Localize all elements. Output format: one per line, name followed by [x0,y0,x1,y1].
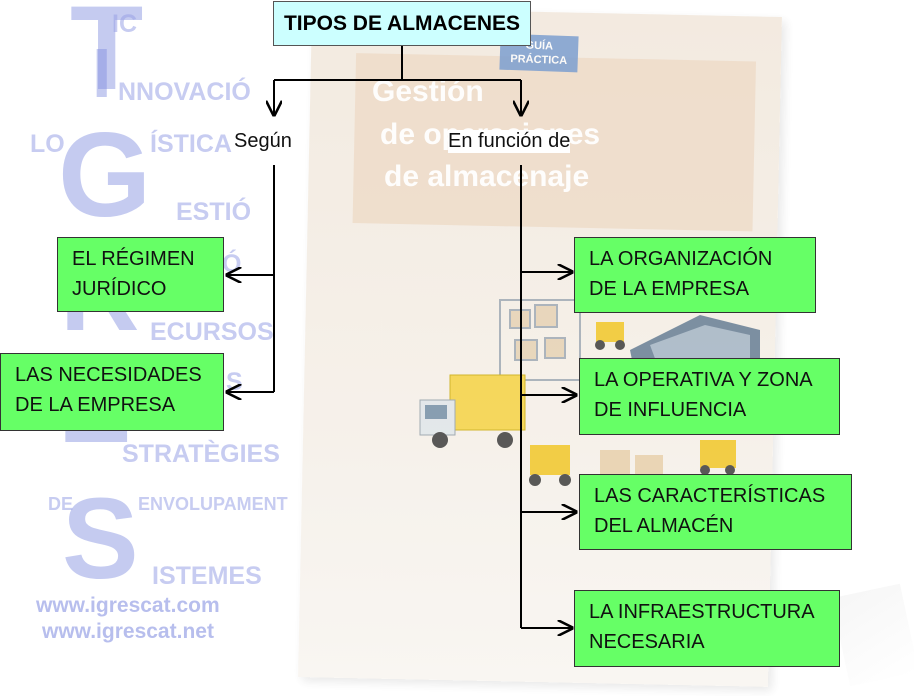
box-organizacion-empresa: LA ORGANIZACIÓN DE LA EMPRESA [574,237,816,313]
watermark-word-estrategies: STRATÈGIES [122,440,280,468]
branch-label-segun: Según [234,130,292,153]
watermark-letter-i: I [92,34,112,112]
box-operativa-zona: LA OPERATIVA Y ZONA DE INFLUENCIA [579,358,840,435]
box-necesidades-empresa: LAS NECESIDADES DE LA EMPRESA [0,353,224,431]
box-infraestructura-necesaria: LA INFRAESTRUCTURA NECESARIA [574,590,840,667]
watermark-word-recursos: ECURSOS [150,318,274,346]
book-title-line-3: de almacenaje [384,160,590,193]
watermark-word-lo: LO [30,130,65,158]
delivery-truck [419,374,526,448]
diagram-title-box: TIPOS DE ALMACENES [273,1,531,46]
watermark-word-ic: IC [112,10,137,38]
watermark-url-com: www.igrescat.com [36,594,220,617]
watermark-word-istica: ÍSTICA [150,130,232,158]
box-regimen-juridico: EL RÉGIMEN JURÍDICO [57,237,224,312]
watermark-letter-t: T [70,0,144,115]
watermark-letter-s: S [62,475,139,603]
stacked-boxes [600,450,663,477]
box-caracteristicas-almacen: LAS CARACTERÍSTICAS DEL ALMACÉN [579,474,852,550]
watermark-word-envolupament: ENVOLUPAMENT [138,494,288,514]
forklift-3 [700,440,736,475]
watermark-url-net: www.igrescat.net [42,620,214,643]
watermark-letter-g: G [58,108,152,242]
forklift-2 [529,445,571,486]
branch-label-en-funcion: En función de [448,130,571,153]
watermark-word-istemes: ISTEMES [152,562,262,590]
watermark-word-gestio: ESTIÓ [176,198,252,226]
forklift-1 [595,322,625,350]
watermark-word-innovacio: NNOVACIÓ [118,78,251,106]
watermark-word-de: DE [48,494,74,514]
